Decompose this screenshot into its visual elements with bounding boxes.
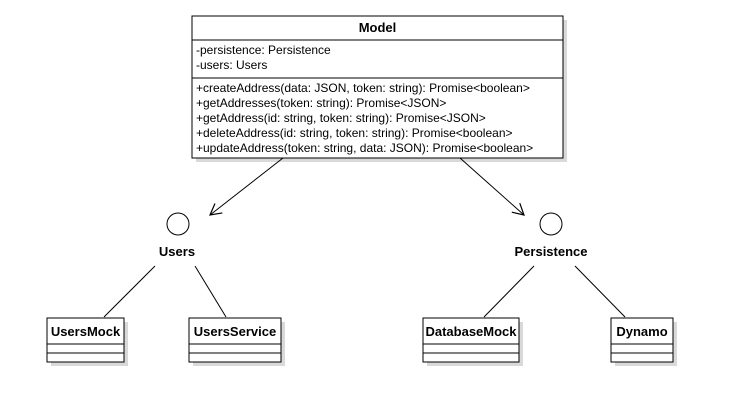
model-operation: +createAddress(data: JSON, token: string… xyxy=(196,81,530,95)
realization-line-usersmock xyxy=(103,265,156,318)
model-class-name: Model xyxy=(359,20,397,35)
model-class[interactable]: Model -persistence: Persistence -users: … xyxy=(191,15,567,162)
databasemock-class[interactable]: DatabaseMock xyxy=(422,317,523,366)
realization-line-dynamo xyxy=(574,265,626,318)
dynamo-class-box xyxy=(610,317,674,363)
databasemock-class-box xyxy=(422,317,520,363)
dependency-arrow-persistence xyxy=(459,157,525,216)
model-operation: +getAddresses(token: string): Promise<JS… xyxy=(196,96,446,110)
persistence-interface-circle xyxy=(539,212,563,236)
dependency-arrow-users xyxy=(209,157,284,216)
persistence-interface[interactable]: Persistence xyxy=(515,212,588,259)
usersservice-class-box xyxy=(188,317,282,363)
users-interface[interactable]: Users xyxy=(159,212,195,259)
dynamo-class-name: Dynamo xyxy=(616,324,667,339)
usersmock-class-box xyxy=(46,317,125,363)
users-interface-circle xyxy=(166,212,190,236)
usersservice-class[interactable]: UsersService xyxy=(188,317,285,366)
realization-line-databasemock xyxy=(483,265,535,318)
model-operation: +deleteAddress(id: string, token: string… xyxy=(196,126,513,140)
realization-line-usersservice xyxy=(194,265,227,318)
usersmock-class[interactable]: UsersMock xyxy=(46,317,128,366)
databasemock-class-name: DatabaseMock xyxy=(425,324,517,339)
model-operation: +updateAddress(token: string, data: JSON… xyxy=(196,141,533,155)
usersmock-class-name: UsersMock xyxy=(51,324,121,339)
dynamo-class[interactable]: Dynamo xyxy=(610,317,677,366)
model-attribute: -users: Users xyxy=(196,58,267,72)
users-interface-label: Users xyxy=(159,244,195,259)
usersservice-class-name: UsersService xyxy=(194,324,276,339)
model-attribute: -persistence: Persistence xyxy=(196,43,331,57)
persistence-interface-label: Persistence xyxy=(515,244,588,259)
model-operation: +getAddress(id: string, token: string): … xyxy=(196,111,486,125)
